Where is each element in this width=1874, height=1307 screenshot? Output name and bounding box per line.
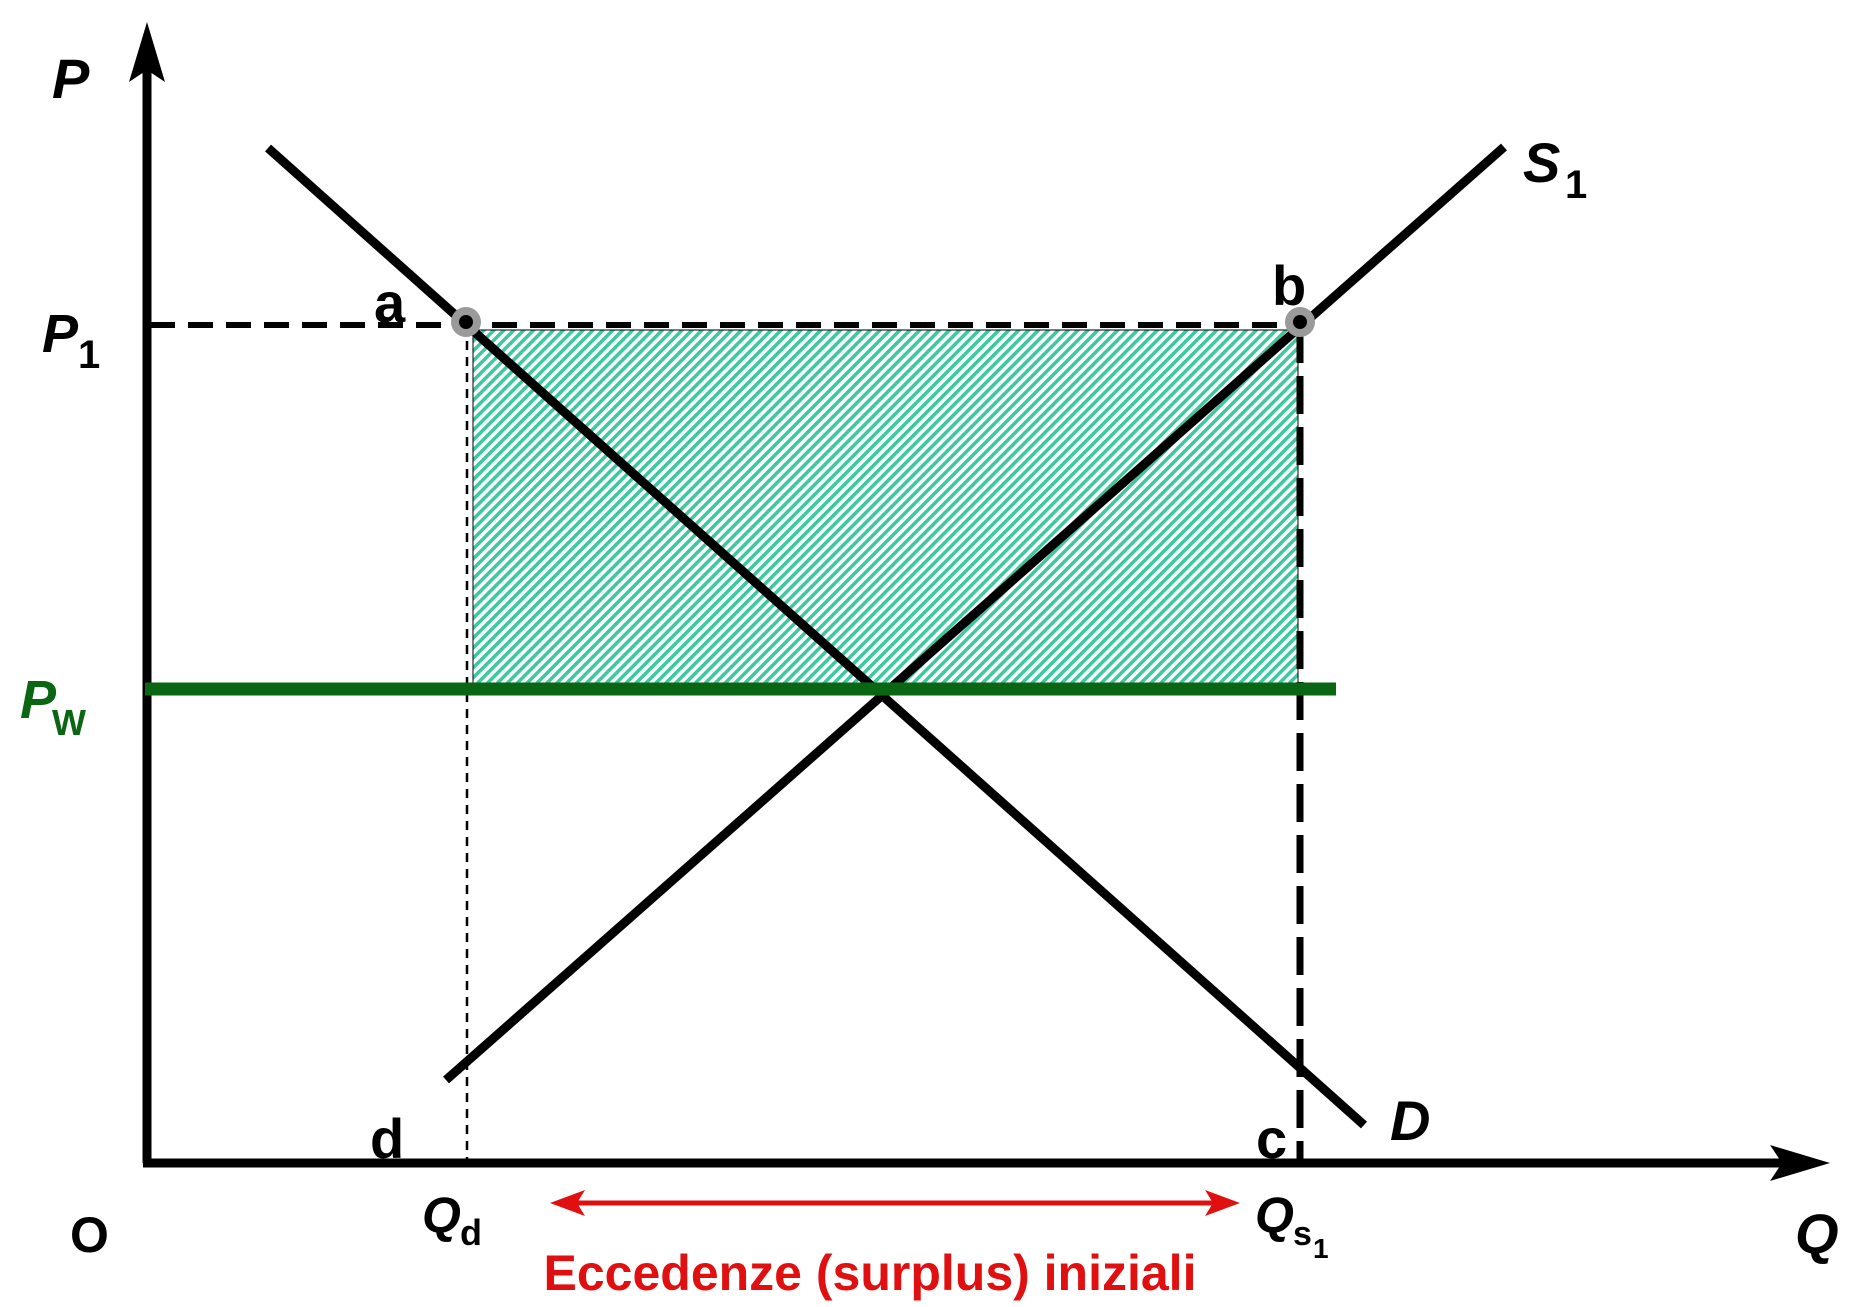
p1-label: P 1 xyxy=(42,304,100,377)
surplus-area xyxy=(472,329,1299,687)
x-axis-label: Q xyxy=(1795,1202,1839,1265)
point-b-marker xyxy=(1285,307,1315,337)
y-axis-label: P xyxy=(52,47,90,110)
demand-label: D xyxy=(1390,1089,1430,1152)
point-b-label: b xyxy=(1272,254,1306,317)
supply-curve xyxy=(443,143,1507,1084)
surplus-double-arrow xyxy=(550,1190,1240,1216)
point-d-label: d xyxy=(370,1107,404,1170)
qs1-label: Q s 1 xyxy=(1255,1187,1329,1264)
origin-label: O xyxy=(70,1207,109,1263)
pw-label: P W xyxy=(20,670,86,743)
surplus-caption: Eccedenze (surplus) iniziali xyxy=(544,1245,1197,1301)
qd-label: Q d xyxy=(422,1187,482,1253)
demand-curve xyxy=(265,144,1367,1129)
point-a-marker xyxy=(451,307,481,337)
point-c-label: c xyxy=(1256,1107,1287,1170)
x-axis-arrowhead xyxy=(1770,1145,1830,1181)
y-axis-arrowhead xyxy=(129,22,165,82)
point-a-label: a xyxy=(374,271,406,334)
supply-label: S 1 xyxy=(1523,131,1587,207)
